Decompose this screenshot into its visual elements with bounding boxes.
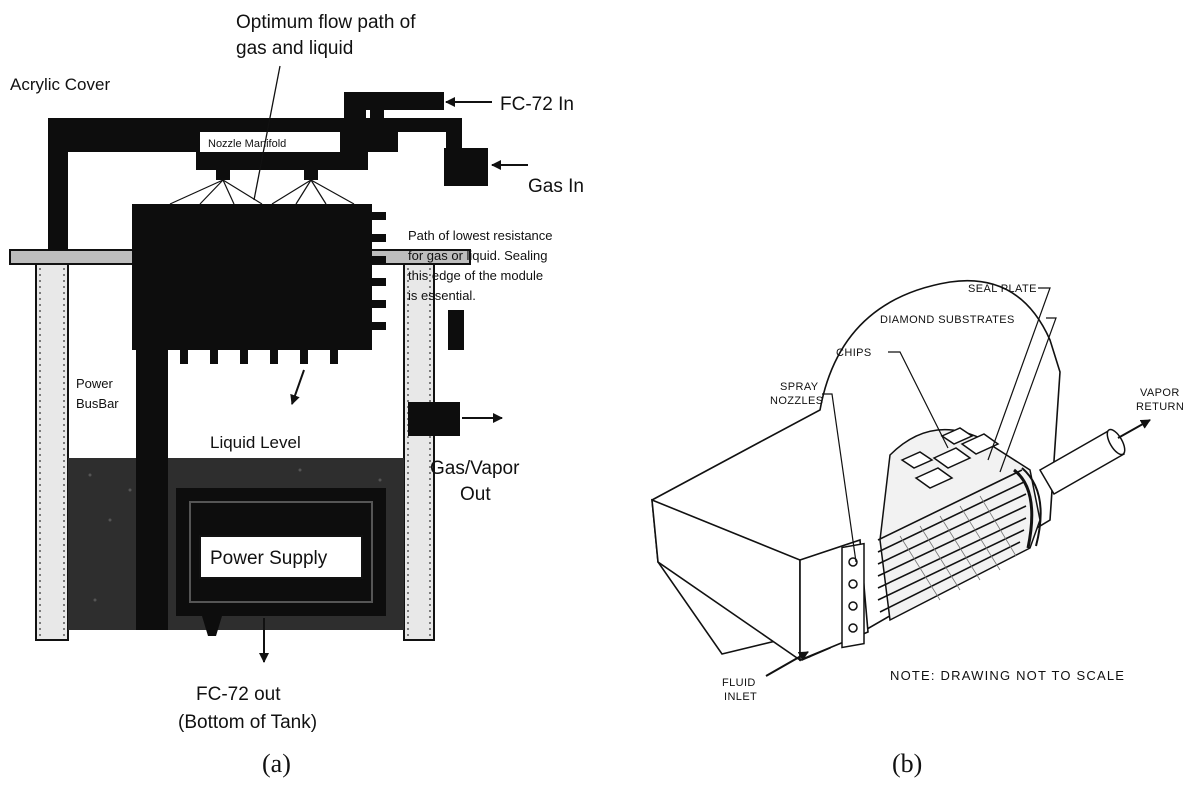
power-supply-foot [202, 616, 222, 636]
label-optimum-flow-2: gas and liquid [236, 38, 353, 59]
fluid-inlet-arrow [765, 651, 809, 677]
stack-end-cap-2 [1021, 467, 1042, 547]
label-seal-plate: SEAL PLATE [968, 283, 1037, 295]
module-right-seal [448, 310, 464, 350]
gas-inlet-box [444, 148, 488, 186]
spray-nozzle-column [841, 542, 865, 649]
label-spray-nozzles-1: SPRAY [780, 381, 819, 393]
label-power-supply: Power Supply [210, 548, 328, 569]
fc72-inlet-pipe [344, 92, 462, 158]
electronic-module [132, 204, 372, 350]
label-fc72-out-1: FC-72 out [196, 684, 281, 705]
label-optimum-flow-1: Optimum flow path of [236, 12, 416, 33]
vapor-return-pipe [1038, 428, 1126, 496]
module-flow-arrow [290, 369, 305, 405]
power-busbar [136, 350, 168, 630]
module-fins-bottom [180, 350, 338, 364]
vapor-return-arrow [1117, 419, 1151, 439]
label-vapor-return-2: RETURN [1136, 401, 1184, 413]
label-gas-in: Gas In [528, 176, 584, 197]
panel-a: Optimum flow path of gas and liquid Acry… [9, 12, 584, 778]
nozzles [169, 162, 355, 205]
label-path-4: is essential. [408, 288, 476, 303]
substrate-hatching [899, 495, 1017, 601]
label-fluid-inlet-1: FLUID [722, 677, 756, 689]
label-liquid-level: Liquid Level [210, 433, 301, 452]
caption-b: (b) [892, 749, 922, 778]
label-gas-vapor-out-1: Gas/Vapor [430, 458, 520, 479]
label-acrylic-cover: Acrylic Cover [10, 75, 110, 94]
label-spray-nozzles-2: NOZZLES [770, 395, 824, 407]
power-supply-inner [189, 501, 373, 603]
label-power-busbar-1: Power [76, 376, 114, 391]
leader-lines [822, 287, 1057, 563]
gas-vapor-outlet-pipe [408, 402, 460, 436]
label-diamond-substrates: DIAMOND SUBSTRATES [880, 314, 1015, 326]
power-supply-label-box [199, 535, 363, 579]
stack-end-cap [1013, 468, 1034, 549]
label-chips: CHIPS [836, 347, 872, 359]
label-fc72-in: FC-72 In [500, 94, 574, 115]
nozzle-manifold-label-box [200, 132, 340, 152]
caption-a: (a) [262, 749, 291, 778]
label-vapor-return-1: VAPOR [1140, 387, 1180, 399]
optimum-flow-pointer [253, 65, 281, 201]
label-nozzle-manifold: Nozzle Manifold [208, 138, 286, 150]
module-fins-right [372, 212, 386, 330]
panel-b: SEAL PLATE DIAMOND SUBSTRATES CHIPS SPRA… [651, 280, 1184, 778]
label-path-1: Path of lowest resistance [408, 228, 553, 243]
label-fluid-inlet-2: INLET [724, 691, 757, 703]
substrate-stack [877, 469, 1027, 613]
label-power-busbar-2: BusBar [76, 396, 119, 411]
label-path-3: this edge of the module [408, 268, 543, 283]
label-fc72-out-2: (Bottom of Tank) [178, 712, 317, 733]
label-path-2: for gas or liquid. Sealing [408, 248, 547, 263]
chips [900, 427, 1000, 489]
label-gas-vapor-out-2: Out [460, 484, 491, 505]
tank-walls [35, 257, 435, 641]
label-note: NOTE: DRAWING NOT TO SCALE [890, 668, 1125, 683]
